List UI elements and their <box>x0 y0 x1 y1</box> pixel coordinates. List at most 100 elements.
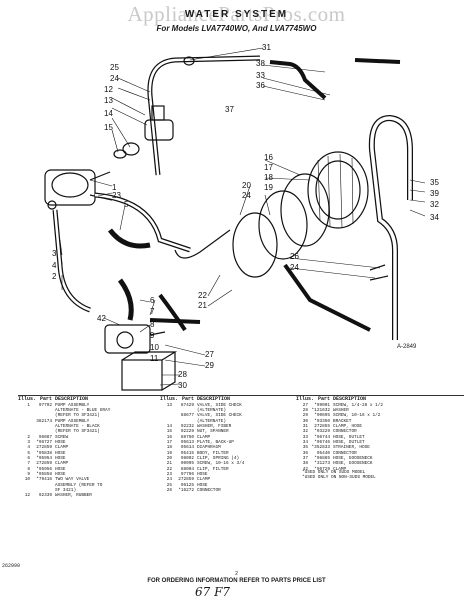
callout-36: 36 <box>256 81 265 90</box>
drain-hose <box>283 263 371 332</box>
page-number: 2 <box>235 571 238 577</box>
callout-38: 38 <box>256 59 265 68</box>
illus-no: 42 <box>302 466 308 472</box>
part-no: 90095 <box>180 461 194 467</box>
description: TWO WAY VALVE <box>55 477 90 483</box>
illus-no: 31 <box>302 423 308 429</box>
part-no: 92339 <box>38 493 52 499</box>
callout-4: 4 <box>52 261 57 270</box>
description: SCREW, 10-16 x 3/4 <box>197 461 245 467</box>
description: CONNECTOR <box>197 488 221 494</box>
callout-24b: 24 <box>242 191 251 200</box>
illus-no: 1 <box>27 402 30 408</box>
illus-no: 33 <box>302 434 308 440</box>
callout-23: 23 <box>112 191 121 200</box>
hose-8 <box>158 293 187 332</box>
callout-2: 2 <box>52 272 57 281</box>
header-part: Part <box>39 396 52 402</box>
callout-14: 14 <box>104 109 113 118</box>
part-no: *96865 <box>314 456 330 462</box>
illus-no: 12 <box>24 493 30 499</box>
illus-no: 6 <box>27 456 30 462</box>
callout-9: 9 <box>150 331 155 340</box>
callout-19: 19 <box>264 183 273 192</box>
illus-no: 24 <box>166 477 172 483</box>
clamp-top <box>183 56 195 66</box>
description: NUT, SPANNER <box>197 429 229 435</box>
handwritten-note: 67 F7 <box>195 585 231 599</box>
watermark: AppliancePartsPros.com <box>127 2 346 26</box>
description: WASHER, RUBBER <box>55 493 92 499</box>
description: CLAMP <box>55 445 69 451</box>
part-no: *96746 <box>314 440 330 445</box>
table-row: (REFER TO SF3421) <box>18 429 158 434</box>
illus-no: 29 <box>302 413 308 419</box>
illus-no: 10 <box>24 477 30 483</box>
part-no: 95415 <box>180 450 194 456</box>
illus-no: 32 <box>302 429 308 435</box>
description: HOSE <box>55 466 66 472</box>
illus-no: 21 <box>166 461 172 467</box>
illus-no: 3 <box>27 440 30 445</box>
part-no: 88750 <box>180 434 194 440</box>
illus-no: 17 <box>166 440 172 445</box>
header-desc: DESCRIPTION <box>197 396 231 402</box>
part-no: 96125 <box>180 482 194 488</box>
table-row: ALTERNATE - BLUE GRAY <box>18 408 158 413</box>
part-no: 382174 <box>36 418 52 424</box>
part-no: 88677 <box>180 413 194 419</box>
callout-7: 7 <box>150 307 155 316</box>
part-no: *96727 <box>36 440 52 445</box>
description: ALTERNATE - BLUE GRAY <box>55 407 111 413</box>
part-no: 96087 <box>38 434 52 440</box>
description: HOSE, OUTLET <box>333 440 365 445</box>
description: CLAMP <box>197 477 211 483</box>
description: WASHER <box>333 407 349 413</box>
description: BODY, FILTER <box>197 450 229 456</box>
description: CLAMP <box>197 434 211 440</box>
callout-22: 22 <box>198 291 207 300</box>
table-header: Illus. Part DESCRIPTION <box>160 396 295 403</box>
callout-25: 25 <box>110 63 119 72</box>
table-row: ASSEMBLY (REFER TO <box>18 483 158 488</box>
description: CLAMP <box>333 466 347 472</box>
illus-no: 2 <box>27 434 30 440</box>
description: CLIP, SPRING (4) <box>197 456 240 462</box>
table-row: (REFER TO SF3421) <box>18 413 158 418</box>
part-no: 272859 <box>178 477 194 483</box>
description: CONNECTOR <box>333 450 357 456</box>
description: ASSEMBLY (REFER TO <box>55 482 103 488</box>
description: STRAINER, HOSE <box>333 445 370 451</box>
part-no: *121632 <box>311 407 330 413</box>
part-no: *352833 <box>311 445 330 451</box>
part-no: 98002 <box>180 456 194 462</box>
callout-26: 26 <box>290 252 299 261</box>
callout-1: 1 <box>112 183 117 192</box>
ordering-note: FOR ORDERING INFORMATION REFER TO PARTS … <box>147 578 326 584</box>
illus-no: 30 <box>302 418 308 424</box>
callout-15: 15 <box>104 123 113 132</box>
callout-24: 24 <box>110 74 119 83</box>
table-row: ALTERNATE - BLACK <box>18 424 158 429</box>
part-no: 88004 <box>180 466 194 472</box>
part-no: *79416 <box>36 477 52 483</box>
hose-6 <box>117 278 134 321</box>
callout-17: 17 <box>264 163 273 172</box>
illus-no: 34 <box>302 440 308 445</box>
